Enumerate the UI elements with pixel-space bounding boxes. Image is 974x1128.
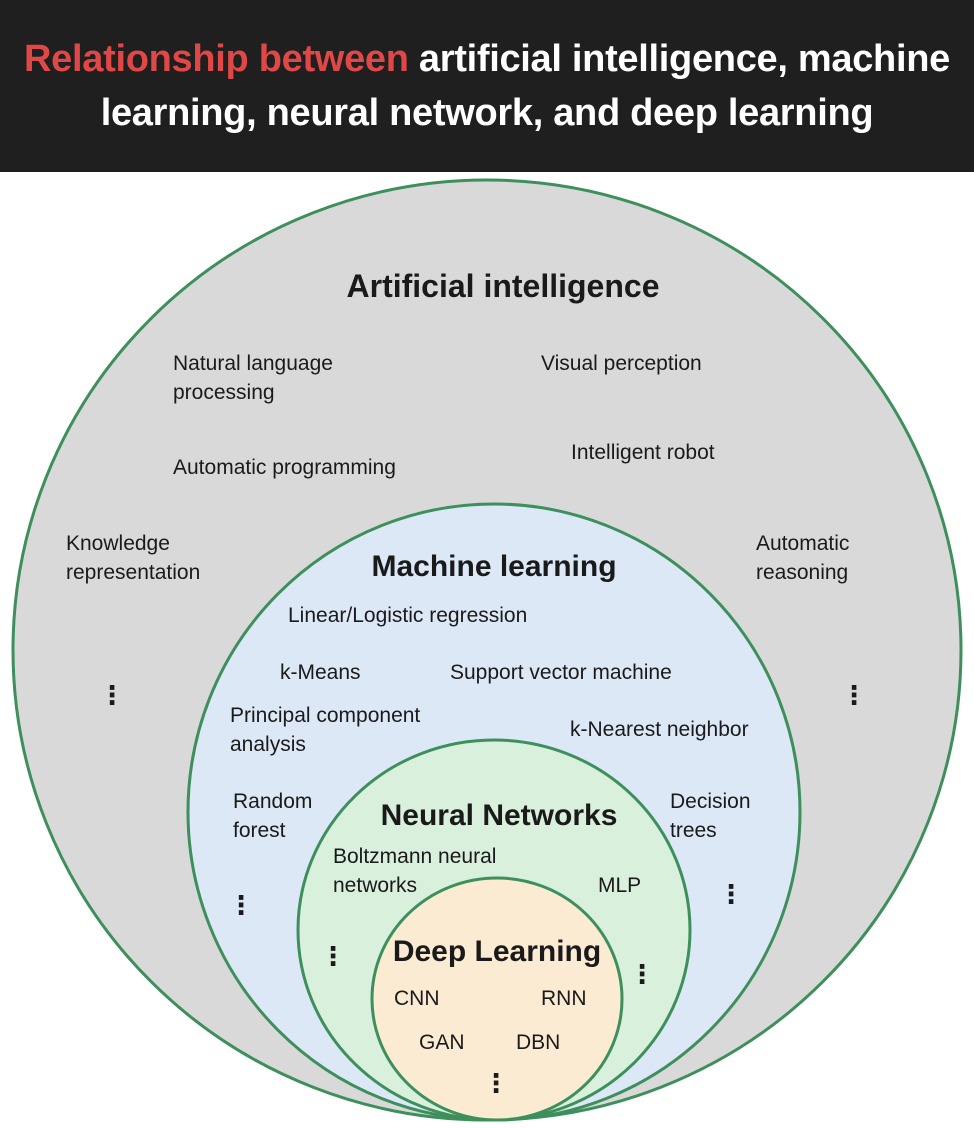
ml-ellipsis-left: ⋮: [228, 890, 254, 920]
ml-item-dt-line1: Decision: [670, 790, 751, 813]
ai-ellipsis-right: ⋮: [841, 680, 867, 710]
nn-item-boltzmann-line2: networks: [333, 874, 417, 897]
header-title-accent: Relationship between: [24, 38, 409, 80]
ml-item-linear-logistic: Linear/Logistic regression: [288, 604, 527, 627]
header-title-line2: learning, neural network, and deep learn…: [100, 92, 874, 134]
dl-item-gan: GAN: [419, 1031, 465, 1054]
ai-item-nlp-line1: Natural language: [173, 352, 333, 375]
dl-ellipsis: ⋮: [483, 1068, 509, 1098]
dl-item-cnn: CNN: [394, 987, 440, 1010]
header-title-line1: Relationship between artificial intellig…: [24, 32, 950, 86]
ml-item-svm: Support vector machine: [450, 661, 672, 684]
ai-item-knowledge-line1: Knowledge: [66, 532, 170, 555]
header-banner: Relationship between artificial intellig…: [0, 0, 974, 172]
ai-title: Artificial intelligence: [347, 268, 660, 304]
ai-item-reasoning-line1: Automatic: [756, 532, 849, 555]
nn-item-boltzmann-line1: Boltzmann neural: [333, 845, 496, 868]
ai-item-reasoning-line2: reasoning: [756, 561, 848, 584]
ml-item-kmeans: k-Means: [280, 661, 361, 684]
ml-item-pca-line2: analysis: [230, 733, 306, 756]
nn-ellipsis-right: ⋮: [629, 959, 655, 989]
nn-ellipsis-left: ⋮: [320, 941, 346, 971]
ml-item-pca-line1: Principal component: [230, 704, 420, 727]
ml-ellipsis-right: ⋮: [718, 879, 744, 909]
ai-item-automatic-programming: Automatic programming: [173, 456, 396, 479]
dl-title: Deep Learning: [393, 935, 601, 968]
ai-item-knowledge-line2: representation: [66, 561, 200, 584]
dl-item-rnn: RNN: [541, 987, 587, 1010]
dl-circle: [370, 876, 624, 1122]
ai-item-nlp-line2: processing: [173, 381, 275, 404]
ai-item-visual-perception: Visual perception: [541, 352, 702, 375]
ml-item-rf-line1: Random: [233, 790, 312, 813]
ml-item-knn: k-Nearest neighbor: [570, 718, 749, 741]
ai-ellipsis-left: ⋮: [99, 680, 125, 710]
dl-item-dbn: DBN: [516, 1031, 560, 1054]
ml-title: Machine learning: [371, 550, 616, 583]
ml-item-dt-line2: trees: [670, 819, 717, 842]
ml-item-rf-line2: forest: [233, 819, 286, 842]
nn-title: Neural Networks: [381, 799, 618, 832]
nn-item-mlp: MLP: [598, 874, 641, 897]
ai-item-intelligent-robot: Intelligent robot: [571, 441, 715, 464]
header-title-rest: artificial intelligence, machine: [408, 38, 950, 80]
